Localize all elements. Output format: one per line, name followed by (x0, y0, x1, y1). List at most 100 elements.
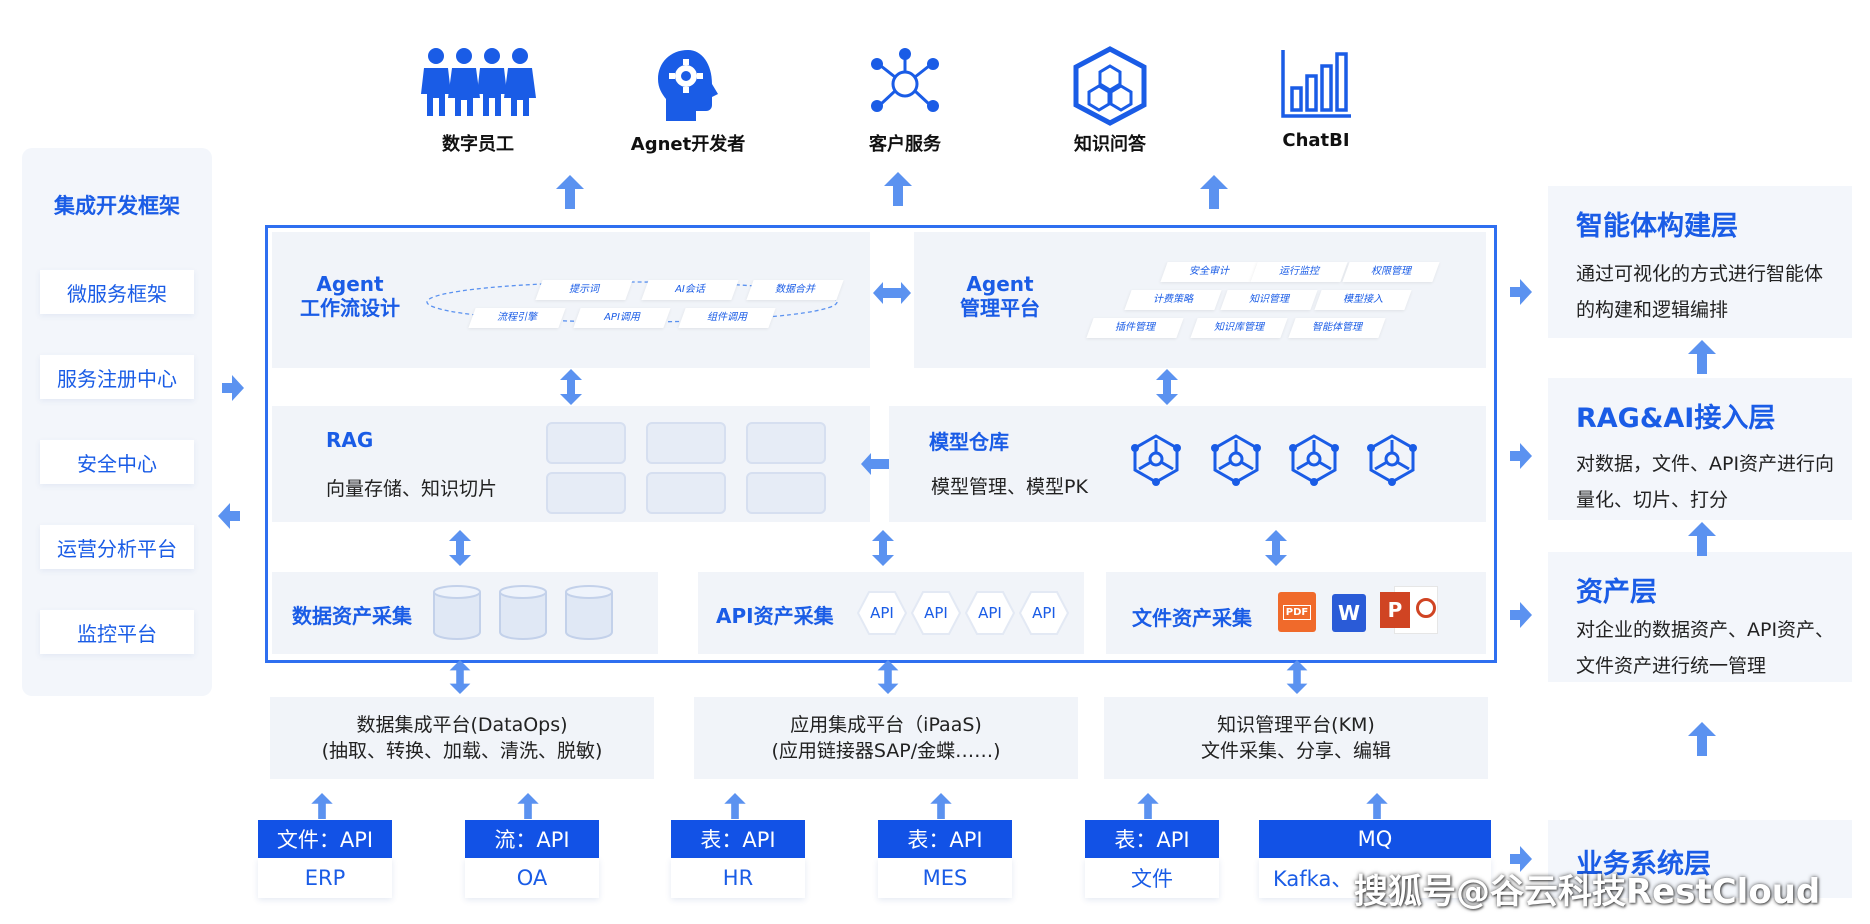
title-line: 工作流设计 (300, 296, 400, 320)
word-file-icon: W (1332, 594, 1366, 632)
vector-cell (546, 422, 626, 464)
right-arrow-icon (1510, 443, 1532, 469)
vertical-bidirectional-arrow-icon (872, 530, 894, 566)
up-arrow-icon (930, 793, 952, 819)
right-arrow-icon (1510, 602, 1532, 628)
api-asset-block: API资产采集 API API API API (698, 572, 1084, 654)
chip-plugin-mgmt: 插件管理 (1086, 318, 1184, 338)
up-arrow-icon (884, 172, 912, 206)
vertical-bidirectional-arrow-icon (877, 660, 899, 694)
biz-oa: 流：API OA (465, 820, 599, 898)
vector-cell (646, 422, 726, 464)
api-asset-title: API资产采集 (716, 604, 834, 628)
api-hex-icon: API (856, 590, 908, 636)
database-icon (565, 585, 613, 640)
dataops-platform: 数据集成平台(DataOps) (抽取、转换、加载、清洗、脱敏) (270, 697, 654, 779)
pdf-file-icon: PDF (1278, 592, 1316, 632)
panel-title: 集成开发框架 (54, 194, 180, 218)
right-arrow-icon (1510, 279, 1532, 305)
platform-line: 知识管理平台(KM) (1217, 714, 1375, 736)
app-chatbi: ChatBI (1231, 40, 1401, 160)
chip-component-call: 组件调用 (678, 308, 776, 328)
platform-line: 文件采集、分享、编辑 (1200, 740, 1391, 762)
network-node-icon (871, 48, 939, 112)
app-label: Agnet开发者 (630, 134, 746, 155)
biz-hr: 表：API HR (671, 820, 805, 898)
title-line: Agent (316, 272, 384, 296)
agent-workflow-title: Agent 工作流设计 (300, 272, 400, 320)
left-item-security-center[interactable]: 安全中心 (40, 440, 194, 484)
layer-agent-build: 智能体构建层 通过可视化的方式进行智能体的构建和逻辑编排 (1548, 186, 1852, 338)
vector-cell (746, 422, 826, 464)
biz-system: HR (671, 858, 805, 898)
model-cube-icon (1211, 434, 1261, 486)
model-repo-desc: 模型管理、模型PK (931, 476, 1088, 498)
watermark-text: 搜狐号@谷云科技RestCloud (1354, 872, 1821, 912)
chip-kb-mgmt: 知识库管理 (1190, 318, 1288, 338)
bar-chart-icon (1281, 50, 1351, 118)
biz-system-text: Kafka、 (1273, 867, 1353, 891)
left-item-microservice[interactable]: 微服务框架 (40, 270, 194, 314)
head-gear-icon (658, 50, 718, 121)
up-arrow-icon (517, 793, 539, 819)
chip-runtime-monitor: 运行监控 (1250, 262, 1348, 282)
app-digital-employee: 数字员工 (393, 40, 563, 160)
biz-system: OA (465, 858, 599, 898)
main-architecture-frame: Agent 工作流设计 提示词 AI会话 数据合并 流程引擎 API调用 组件调… (265, 225, 1497, 663)
vertical-bidirectional-arrow-icon (1265, 530, 1287, 566)
api-hex-icon: API (1018, 590, 1070, 636)
biz-mes: 表：API MES (878, 820, 1012, 898)
title-line: Agent (966, 272, 1034, 296)
biz-file: 表：API 文件 (1085, 820, 1219, 898)
biz-erp: 文件：API ERP (258, 820, 392, 898)
right-arrow-icon (1510, 846, 1532, 872)
model-cube-icon (1131, 434, 1181, 486)
left-item-monitoring[interactable]: 监控平台 (40, 610, 194, 654)
bidirectional-arrow-icon (873, 282, 911, 304)
biz-mq: MQ Kafka、 (1259, 820, 1491, 898)
biz-interface: 表：API (671, 820, 805, 858)
km-platform: 知识管理平台(KM) 文件采集、分享、编辑 (1104, 697, 1488, 779)
up-arrow-icon (311, 793, 333, 819)
people-group-icon (421, 48, 536, 116)
app-label: 数字员工 (442, 134, 514, 155)
chip-model-access: 模型接入 (1314, 290, 1412, 310)
app-label: 知识问答 (1074, 134, 1146, 155)
biz-interface: 表：API (1085, 820, 1219, 858)
ipaas-platform: 应用集成平台（iPaaS) (应用链接器SAP/金蝶……) (694, 697, 1078, 779)
left-item-ops-analytics[interactable]: 运营分析平台 (40, 525, 194, 569)
biz-system: MES (878, 858, 1012, 898)
up-arrow-icon (1688, 722, 1716, 756)
chip-permission-mgmt: 权限管理 (1342, 262, 1440, 282)
chip-billing-policy: 计费策略 (1124, 290, 1222, 310)
title-line: 管理平台 (960, 296, 1040, 320)
rag-desc: 向量存储、知识切片 (326, 478, 498, 500)
up-arrow-icon (1688, 340, 1716, 374)
data-asset-title: 数据资产采集 (292, 604, 412, 628)
model-repository-block: 模型仓库 模型管理、模型PK (889, 406, 1486, 522)
up-arrow-icon (1366, 793, 1388, 819)
right-arrow-icon (222, 375, 244, 401)
up-arrow-icon (1688, 522, 1716, 556)
api-hex-icon: API (910, 590, 962, 636)
chip-data-merge: 数据合并 (746, 280, 844, 300)
chip-security-audit: 安全审计 (1160, 262, 1258, 282)
rag-title: RAG (326, 428, 374, 452)
file-asset-title: 文件资产采集 (1132, 606, 1252, 630)
layer-desc: 对企业的数据资产、API资产、文件资产进行统一管理 (1576, 619, 1835, 677)
layer-title: 智能体构建层 (1576, 211, 1738, 242)
up-arrow-icon (724, 793, 746, 819)
chip-api-call: API调用 (573, 308, 671, 328)
layer-desc: 对数据，文件、API资产进行向量化、切片、打分 (1576, 453, 1835, 511)
biz-interface: MQ (1259, 820, 1491, 858)
up-arrow-icon (1137, 793, 1159, 819)
left-arrow-icon (218, 503, 240, 529)
layer-rag-ai: RAG&AI接入层 对数据，文件、API资产进行向量化、切片、打分 (1548, 378, 1852, 520)
chip-agent-mgmt: 智能体管理 (1288, 318, 1386, 338)
layer-title: 资产层 (1576, 577, 1657, 608)
platform-line: 应用集成平台（iPaaS) (790, 714, 982, 736)
app-label: ChatBI (1282, 130, 1350, 151)
left-item-service-registry[interactable]: 服务注册中心 (40, 355, 194, 399)
platform-line: (抽取、转换、加载、清洗、脱敏) (321, 740, 603, 762)
chip-prompt: 提示词 (535, 280, 633, 300)
